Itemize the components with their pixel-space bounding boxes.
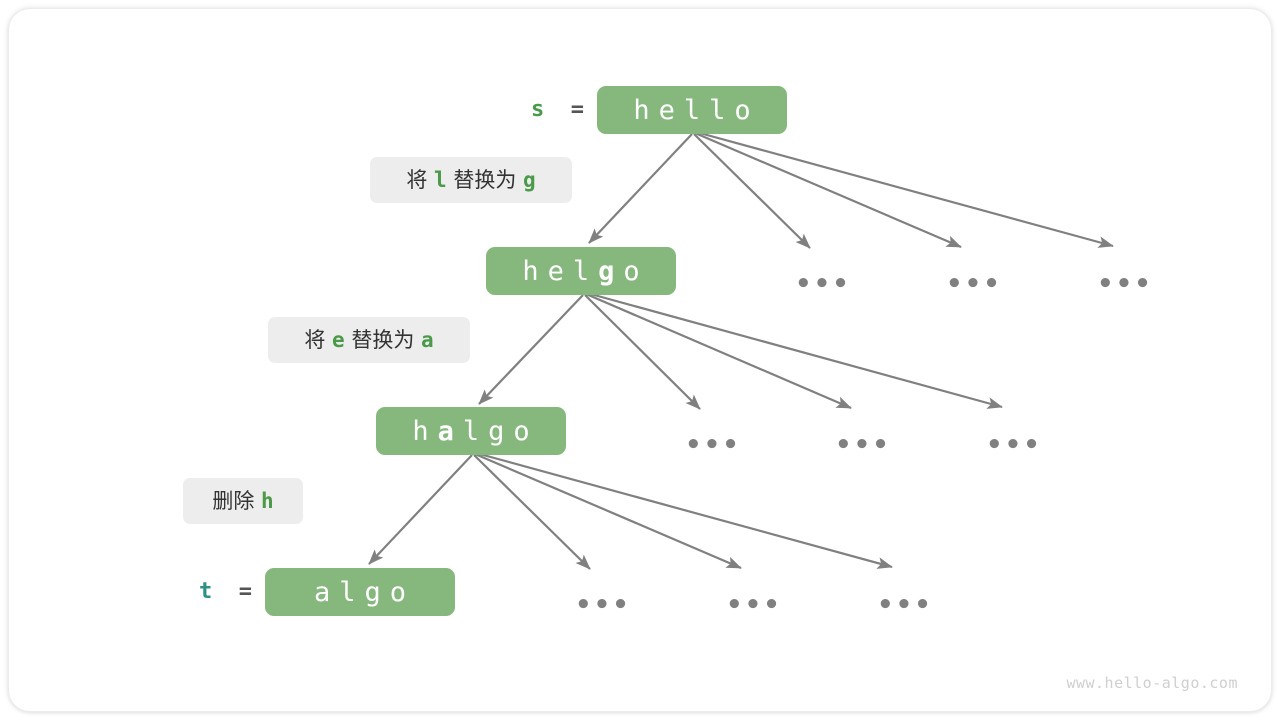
annotation-delete-h: 删除 h: [183, 478, 303, 524]
string-node-halgo: halgo: [376, 407, 566, 455]
equals-sign: =: [544, 97, 584, 122]
string-node-text: halgo: [412, 415, 539, 447]
string-node-text: hello: [633, 94, 760, 126]
ellipsis-l3-b: •••: [726, 590, 782, 620]
var-name: s: [531, 97, 545, 122]
annotation-replace-l-with-g: 将 l 替换为 g: [370, 157, 572, 203]
ellipsis-l1-c: •••: [1097, 269, 1153, 299]
ellipsis-l1-b: •••: [946, 269, 1002, 299]
annotation-text: 将 l 替换为 g: [406, 167, 536, 192]
string-node-hello: hello: [597, 86, 787, 134]
ellipsis-l3-a: •••: [575, 590, 631, 620]
watermark: www.hello-algo.com: [1066, 674, 1238, 692]
target-var-label: t =: [199, 581, 252, 603]
var-name: t: [199, 579, 213, 604]
equals-sign: =: [212, 579, 252, 604]
ellipsis-l2-c: •••: [986, 430, 1042, 460]
ellipsis-l2-b: •••: [835, 430, 891, 460]
string-node-text: algo: [313, 576, 416, 608]
source-var-label: s =: [531, 99, 584, 121]
string-node-helgo: helgo: [486, 247, 676, 295]
string-node-algo: algo: [265, 568, 455, 616]
annotation-replace-e-with-a: 将 e 替换为 a: [268, 317, 470, 363]
ellipsis-l1-a: •••: [795, 269, 851, 299]
ellipsis-l2-a: •••: [685, 430, 741, 460]
string-node-text: helgo: [522, 255, 649, 287]
annotation-text: 删除 h: [212, 488, 274, 513]
ellipsis-l3-c: •••: [877, 590, 933, 620]
annotation-text: 将 e 替换为 a: [304, 327, 434, 352]
